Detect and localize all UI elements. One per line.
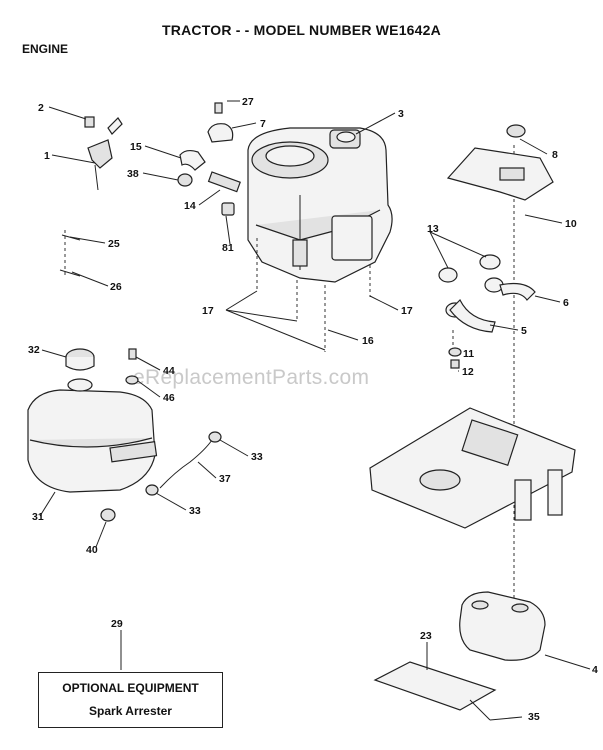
callout: 44: [163, 365, 175, 377]
optional-equipment-heading: OPTIONAL EQUIPMENT: [62, 681, 199, 695]
callout: 11: [463, 348, 474, 360]
callout: 17: [202, 305, 214, 317]
callout: 8: [552, 149, 558, 161]
choke-control-part[interactable]: [84, 116, 123, 191]
callout: 38: [127, 168, 139, 180]
callout: 12: [462, 366, 474, 378]
callout: 32: [28, 344, 40, 356]
callout: 4: [592, 664, 598, 676]
fuel-line-part[interactable]: [145, 431, 222, 496]
callout: 1: [44, 150, 50, 162]
callout: 10: [565, 218, 577, 230]
callout: 16: [362, 335, 374, 347]
watermark: eReplacementParts.com: [133, 366, 370, 389]
callout: 35: [528, 711, 540, 723]
fuel-cap-part[interactable]: [65, 348, 95, 392]
callout: 46: [163, 392, 175, 404]
optional-equipment-box: OPTIONAL EQUIPMENT Spark Arrester: [38, 672, 223, 728]
callout: 5: [521, 325, 527, 337]
callout: 23: [420, 630, 432, 642]
engine-part[interactable]: [247, 127, 393, 283]
callout: 27: [242, 96, 254, 108]
callout: 33: [189, 505, 201, 517]
callout: 31: [32, 511, 44, 523]
callout: 40: [86, 544, 98, 556]
callout: 26: [110, 281, 122, 293]
spark-arrester-part[interactable]: [373, 661, 497, 721]
callout: 17: [401, 305, 413, 317]
callout-labels: 2 27 3 1 7 15 8 38 14 10 25 81 13 26 6 1…: [28, 96, 598, 723]
callout: 6: [563, 297, 569, 309]
callout: 15: [130, 141, 142, 153]
elbow-fitting-part[interactable]: [177, 149, 241, 216]
diagram-title: TRACTOR - - MODEL NUMBER WE1642A: [162, 22, 441, 38]
section-label: ENGINE: [22, 42, 69, 56]
fuel-tank-part[interactable]: [27, 389, 158, 493]
leader-lines: [39, 100, 591, 721]
callout: 37: [219, 473, 231, 485]
callout: 33: [251, 451, 263, 463]
callout: 14: [184, 200, 196, 212]
callout: 13: [427, 223, 439, 235]
tractor-frame-part[interactable]: [369, 407, 576, 529]
cable-clamp-part[interactable]: [207, 102, 234, 143]
callout: 25: [108, 238, 120, 250]
callout: 7: [260, 118, 266, 130]
callout: 29: [111, 618, 123, 630]
callout: 81: [222, 242, 234, 254]
optional-equipment-item: Spark Arrester: [89, 704, 172, 718]
hose-clamp-part[interactable]: [438, 254, 536, 369]
muffler-part[interactable]: [459, 591, 546, 661]
callout: 3: [398, 108, 404, 120]
callout: 2: [38, 102, 44, 114]
bracket-plate-part[interactable]: [446, 124, 554, 201]
